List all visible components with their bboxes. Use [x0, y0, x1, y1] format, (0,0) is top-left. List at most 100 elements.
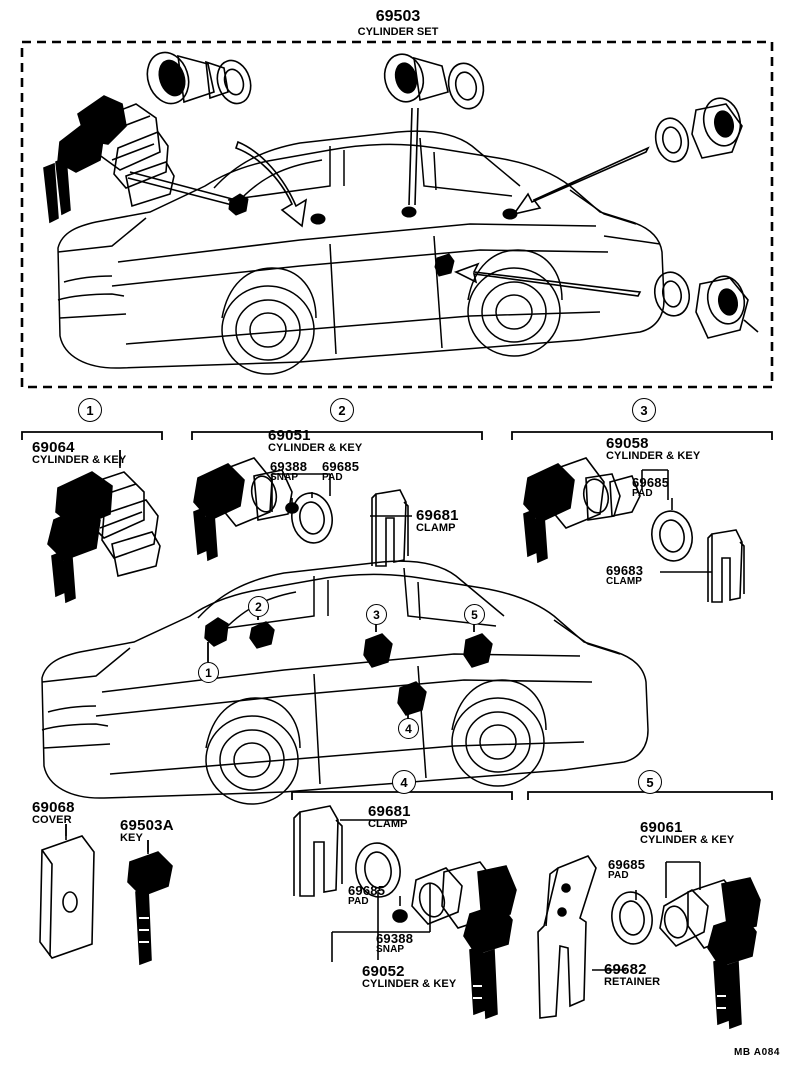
cover-part-art [39, 824, 95, 959]
label-69682-name: RETAINER [604, 976, 661, 989]
label-69681-sec4-name: CLAMP [368, 818, 408, 831]
car-callout-5[interactable]: 5 [464, 604, 485, 625]
pad-ring-art-3 [651, 510, 693, 562]
clamp-art-4 [299, 805, 339, 897]
callout-4-row[interactable]: 4 [392, 770, 416, 794]
key-part-art [127, 840, 173, 966]
label-69058-part-number: 69058 [606, 435, 649, 452]
callout-1-row[interactable]: 1 [78, 398, 102, 422]
catalog-watermark: MB A084 [734, 1047, 781, 1058]
label-69051-name: CYLINDER & KEY [268, 442, 363, 455]
label-69052: 69052 CYLINDER & KEY [362, 964, 456, 991]
label-69052-name: CYLINDER & KEY [362, 978, 457, 991]
label-69064-part-number: 69064 [32, 439, 75, 456]
label-69503A-name: KEY [120, 832, 143, 845]
snap-part-art-4 [392, 909, 408, 923]
bracket-section-1 [21, 431, 163, 440]
ref-lock-door [363, 633, 393, 668]
label-69683-part-number: 69683 [606, 563, 644, 578]
car-callout-4[interactable]: 4 [398, 718, 419, 739]
lock-marker-hood [310, 213, 326, 225]
label-69064: 69064 CYLINDER & KEY [32, 440, 126, 467]
ref-lock-ignition [204, 617, 229, 647]
door-cylinder-art-top [146, 51, 252, 105]
label-69685-sec4-part-number: 69685 [348, 883, 386, 898]
section-5-artwork [537, 855, 761, 1030]
page-title: 69503 CYLINDER SET [318, 8, 478, 38]
car-callout-1[interactable]: 1 [198, 662, 219, 683]
label-69681-sec2-name: CLAMP [416, 522, 456, 535]
label-69388-sec2: 69388 SNAP [270, 460, 307, 483]
label-69685-sec2: 69685 PAD [322, 460, 359, 483]
label-69681-sec4: 69681 CLAMP [368, 804, 411, 831]
label-69058: 69058 CYLINDER & KEY [606, 436, 700, 463]
callout-5-row[interactable]: 5 [638, 770, 662, 794]
glovebox-cylinder-art-top [653, 271, 759, 339]
label-69685-sec3-part-number: 69685 [632, 475, 670, 490]
label-69388-sec4: 69388 SNAP [376, 932, 413, 955]
label-69068-name: COVER [32, 814, 72, 827]
rear-door-cylinder-art-top [654, 97, 743, 163]
label-69068: 69068 COVER [32, 800, 75, 827]
label-69051: 69051 CYLINDER & KEY [268, 428, 362, 455]
ref-lock-trunk [397, 681, 427, 716]
retainer-art-5 [537, 855, 597, 1019]
label-69681-sec4-part-number: 69681 [368, 803, 411, 820]
ref-lock-hood [249, 621, 275, 649]
label-69388-sec4-part-number: 69388 [376, 931, 414, 946]
lock-marker-trunk [434, 253, 455, 277]
label-69061: 69061 CYLINDER & KEY [640, 820, 734, 847]
top-panel-dashed-border [20, 40, 774, 389]
label-69685-sec5-part-number: 69685 [608, 857, 646, 872]
label-69685-sec4-name: PAD [348, 896, 369, 908]
clamp-art-2 [375, 489, 407, 567]
callout-2-row[interactable]: 2 [330, 398, 354, 422]
label-69685-sec3: 69685 PAD [632, 476, 669, 499]
label-69051-part-number: 69051 [268, 427, 311, 444]
label-69685-sec4: 69685 PAD [348, 884, 385, 907]
page-title-name: CYLINDER SET [357, 26, 439, 38]
bracket-section-2 [191, 431, 483, 440]
label-69388-sec4-name: SNAP [376, 944, 405, 956]
label-69685-sec2-name: PAD [322, 472, 343, 484]
label-69681-sec2-part-number: 69681 [416, 507, 459, 524]
label-69685-sec3-name: PAD [632, 488, 653, 500]
label-69503A: 69503A KEY [120, 818, 174, 845]
label-69683-name: CLAMP [606, 576, 643, 588]
label-69683: 69683 CLAMP [606, 564, 643, 587]
bracket-section-3 [511, 431, 773, 440]
ref-lock-rear [463, 633, 493, 668]
label-69503A-part-number: 69503A [120, 817, 174, 834]
callout-3-row[interactable]: 3 [632, 398, 656, 422]
label-69061-part-number: 69061 [640, 819, 683, 836]
label-69681-sec2: 69681 CLAMP [416, 508, 459, 535]
label-69682: 69682 RETAINER [604, 962, 660, 989]
label-69682-part-number: 69682 [604, 961, 647, 978]
section-1-artwork [47, 450, 161, 604]
ignition-cylinder-art [43, 95, 175, 224]
section-4-artwork [293, 805, 517, 1020]
label-69685-sec5: 69685 PAD [608, 858, 645, 881]
label-69685-sec2-part-number: 69685 [322, 459, 360, 474]
pad-ring-art-5 [611, 891, 653, 945]
label-69061-name: CYLINDER & KEY [640, 834, 735, 847]
reference-car-illustration [41, 560, 649, 805]
lock-marker-door-front [401, 206, 417, 218]
clamp-art-3 [711, 529, 743, 603]
section-2-artwork [193, 457, 409, 567]
label-69058-name: CYLINDER & KEY [606, 450, 701, 463]
pad-ring-art-2 [291, 492, 333, 544]
label-69068-part-number: 69068 [32, 799, 75, 816]
label-69052-part-number: 69052 [362, 963, 405, 980]
section-3-artwork [523, 457, 745, 603]
car-callout-2[interactable]: 2 [248, 596, 269, 617]
label-69388-sec2-name: SNAP [270, 472, 299, 484]
trunk-cylinder-art-top [383, 53, 485, 110]
label-69064-name: CYLINDER & KEY [32, 454, 127, 467]
label-69685-sec5-name: PAD [608, 870, 629, 882]
pad-ring-art-4 [355, 842, 401, 898]
page-title-part-number: 69503 [375, 8, 421, 25]
car-callout-3[interactable]: 3 [366, 604, 387, 625]
